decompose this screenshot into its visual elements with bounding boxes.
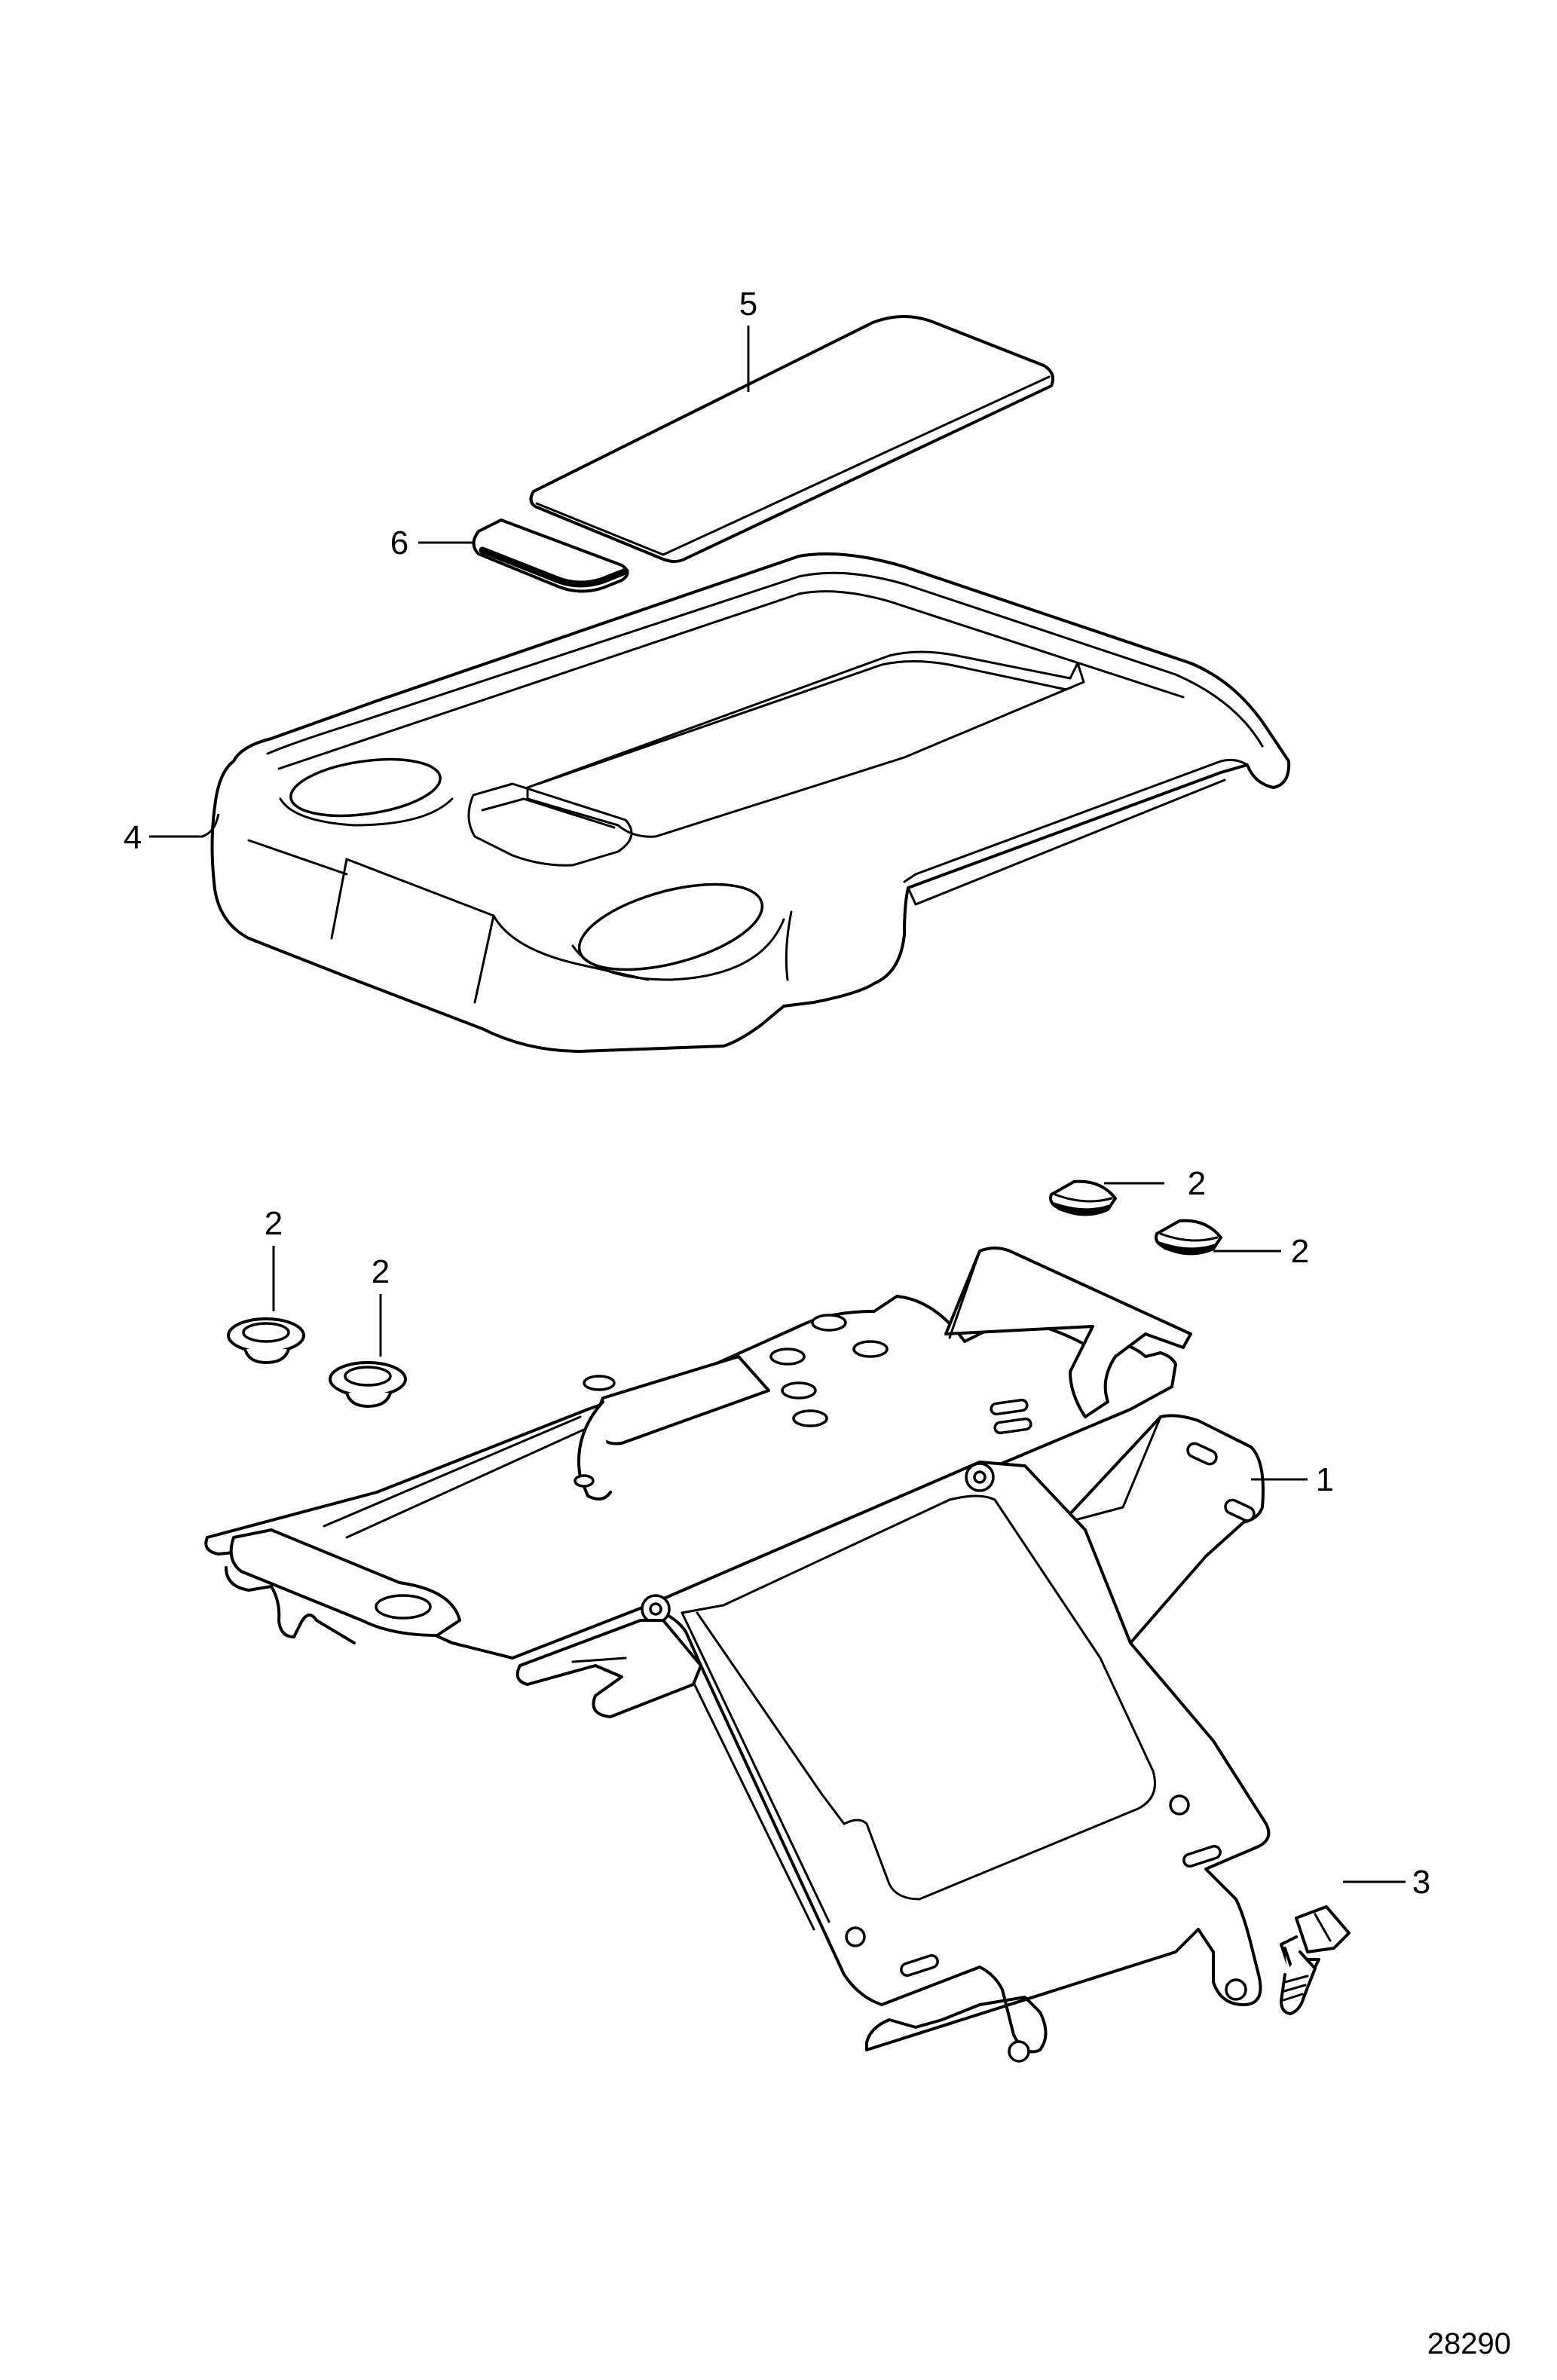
part-2-grommet-d [1155, 1219, 1222, 1256]
part-4-engine-cover [210, 552, 1291, 1053]
callout-5: 5 [739, 286, 757, 323]
part-5-pad [529, 315, 1054, 563]
part-6-small-pad [472, 519, 629, 593]
callout-4: 4 [124, 819, 142, 856]
callout-1: 1 [1316, 1461, 1334, 1498]
callout-2-right-top: 2 [1188, 1165, 1206, 1202]
part-3-bolt [1280, 1905, 1351, 2015]
callout-labels: 5 6 4 2 2 2 2 1 3 28290 [124, 286, 1511, 2360]
part-2-grommet-c [1049, 1179, 1117, 1216]
callout-2-left-top: 2 [265, 1205, 283, 1242]
callout-2-right-bottom: 2 [1291, 1233, 1309, 1270]
callout-3: 3 [1412, 1864, 1430, 1901]
leader-lines [149, 326, 1406, 1883]
part-1-bracket [204, 1247, 1271, 2063]
callout-2-left-bottom: 2 [372, 1253, 390, 1290]
part-2-grommet-b [329, 1361, 407, 1408]
part-2-grommet-a [227, 1317, 305, 1364]
callout-6: 6 [390, 525, 408, 561]
figure-number: 28290 [1427, 2327, 1511, 2360]
